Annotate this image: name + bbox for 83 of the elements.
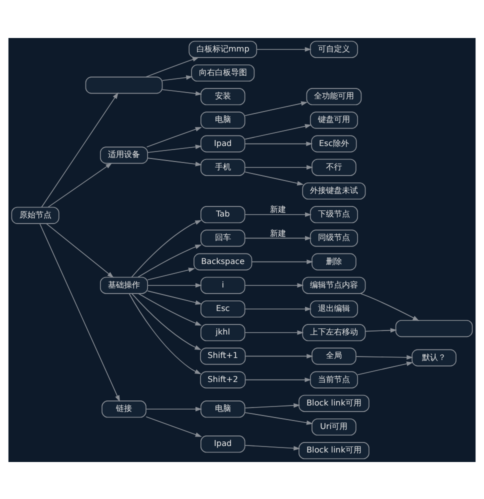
arrow [146, 126, 202, 147]
node-box: 当前节点 [310, 370, 358, 388]
node-box: 不行 [312, 158, 356, 176]
arrow [256, 46, 312, 52]
node-box: jkhl [200, 324, 246, 341]
arrow [356, 354, 414, 360]
node-box: 可自定义 [310, 40, 358, 58]
arrow [147, 144, 202, 152]
arrow [244, 402, 300, 408]
node-box: i [200, 276, 246, 294]
node-box: 手机 [200, 158, 246, 176]
node-box: Esc除外 [311, 134, 357, 152]
edge-label: 新建 [270, 204, 286, 214]
node-box [395, 319, 473, 337]
arrow [244, 412, 314, 424]
arrow [131, 220, 202, 278]
node-box: 电脑 [200, 111, 246, 128]
node-box: 退出编辑 [310, 300, 358, 318]
node-box: 全局 [312, 347, 356, 364]
arrow [48, 162, 112, 207]
node-box: 链接 [102, 400, 146, 418]
node-box: 适用设备 [100, 146, 148, 164]
node-box: 删除 [312, 252, 356, 270]
node-box: Tab [200, 206, 246, 223]
node-box: 电脑 [200, 400, 246, 418]
arrow [244, 235, 312, 240]
node-box: 下级节点 [310, 206, 358, 223]
arrow [244, 212, 312, 216]
arrow [138, 244, 202, 278]
node-box: Block link可用 [298, 394, 370, 412]
node-box: 外接键盘未试 [302, 182, 366, 200]
arrow [147, 290, 202, 304]
arrow [244, 141, 313, 146]
arrow [244, 282, 304, 288]
arrow [244, 164, 314, 170]
arrow [244, 353, 314, 358]
arrow [147, 267, 196, 280]
arrow [244, 171, 304, 186]
arrow [244, 124, 312, 140]
node-box: 键盘可用 [310, 111, 358, 128]
arrow [244, 100, 308, 116]
edge-label: 新建 [270, 227, 286, 238]
arrow [244, 306, 312, 311]
node-box: 原始节点 [11, 206, 60, 224]
arrow [162, 88, 202, 96]
arrow [162, 74, 193, 80]
node-box: Shift+2 [200, 370, 246, 388]
arrow [244, 377, 312, 382]
node-box: Ipad [200, 435, 246, 452]
node-box: 白板标记mmp [188, 40, 258, 58]
node-box: 安装 [200, 88, 246, 105]
arrow [41, 92, 118, 208]
arrow [251, 259, 314, 264]
arrow [145, 56, 200, 77]
node-box: Block link可用 [298, 442, 370, 459]
arrow [244, 444, 300, 450]
arrow [132, 292, 202, 350]
node-box [85, 76, 163, 94]
arrow [146, 406, 202, 411]
node-box: 默认？ [412, 348, 456, 366]
arrow [244, 330, 304, 334]
node-box: 全功能可用 [306, 88, 362, 105]
arrow [360, 292, 420, 320]
arrow [39, 222, 120, 402]
arrow [357, 361, 414, 375]
arrow [128, 292, 202, 374]
arrow [46, 222, 114, 278]
node-box: 回车 [200, 229, 246, 246]
node-box: 编辑节点内容 [302, 276, 366, 294]
node-box: Uri可用 [312, 418, 356, 436]
node-box: 上下左右移动 [302, 324, 366, 341]
node-box: 基础操作 [100, 276, 148, 294]
arrow [147, 282, 202, 288]
arrow [364, 328, 397, 332]
arrow [147, 157, 202, 166]
arrow [138, 292, 202, 326]
node-box: Shift+1 [200, 347, 246, 364]
node-box: Backspace [194, 252, 252, 270]
node-box: 向右白板导图 [191, 64, 255, 82]
arrow [146, 416, 202, 436]
node-box: Ipad [200, 134, 246, 152]
node-box: 同级节点 [310, 229, 358, 246]
node-box: Esc [200, 300, 246, 318]
